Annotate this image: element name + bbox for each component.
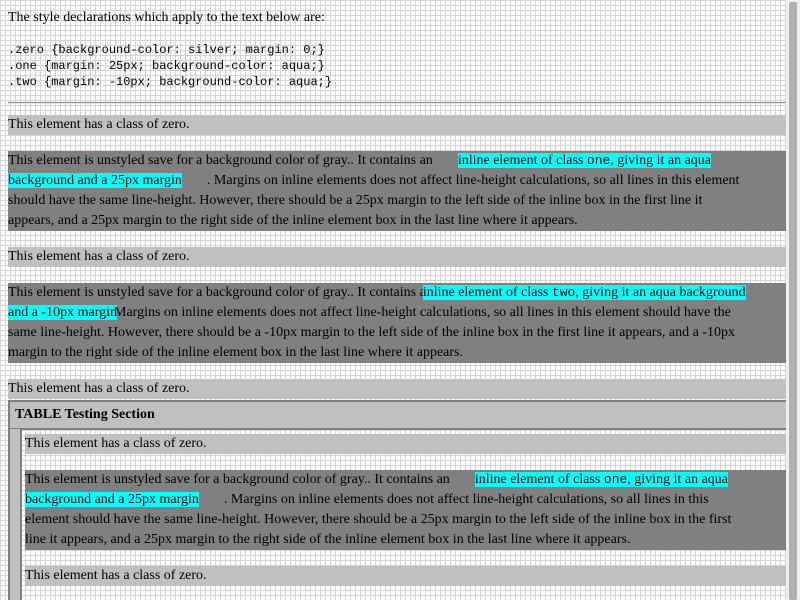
inline-one: inline element of class one, giving it a…	[457, 153, 711, 168]
inline-one: background and a 25px margin	[8, 173, 182, 188]
vertical-scrollbar[interactable]	[786, 0, 800, 600]
zero-block: This element has a class of zero.	[8, 247, 786, 267]
paragraph-line: margin to the right side of the inline e…	[8, 345, 464, 360]
paragraph-line: and a -10px margin. Margins on inline el…	[8, 305, 731, 320]
divider	[8, 102, 786, 104]
css-rule-one: .one {margin: 25px; background-color: aq…	[8, 59, 325, 73]
css-rule-zero: .zero {background-color: silver; margin:…	[8, 43, 325, 57]
css-rules-block: .zero {background-color: silver; margin:…	[8, 42, 332, 90]
paragraph-line: This element is unstyled save for a back…	[25, 472, 728, 487]
paragraph-line: element should have the same line-height…	[25, 512, 732, 527]
zero-block: This element has a class of zero.	[8, 115, 786, 135]
paragraph-line: should have the same line-height. Howeve…	[8, 193, 703, 208]
table-testing-section: TABLE Testing Section This element has a…	[8, 400, 786, 600]
zero-block: This element has a class of zero.	[25, 434, 786, 454]
table-left-cell	[10, 429, 20, 600]
zero-block: This element has a class of zero.	[25, 566, 786, 586]
table-title: TABLE Testing Section	[15, 407, 155, 422]
paragraph-line: This element is unstyled save for a back…	[8, 285, 746, 300]
table-header: TABLE Testing Section	[10, 402, 786, 429]
paragraph-line: background and a 25px margin. Margins on…	[25, 492, 709, 507]
zero-text: This element has a class of zero.	[8, 117, 190, 132]
zero-text: This element has a class of zero.	[8, 249, 190, 264]
zero-block: This element has a class of zero.	[8, 379, 786, 399]
css-rule-two: .two {margin: -10px; background-color: a…	[8, 75, 333, 89]
zero-text: This element has a class of zero.	[25, 568, 207, 583]
zero-text: This element has a class of zero.	[25, 436, 207, 451]
inline-one: inline element of class one, giving it a…	[474, 472, 728, 487]
inline-one: background and a 25px margin	[25, 492, 199, 507]
inline-two: inline element of class two, giving it a…	[422, 285, 746, 300]
paragraph-line: appears, and a 25px margin to the right …	[8, 213, 578, 228]
gray-paragraph-one: This element is unstyled save for a back…	[8, 151, 786, 231]
table-content-cell: This element has a class of zero. This e…	[20, 429, 786, 600]
intro-text: The style declarations which apply to th…	[8, 10, 325, 25]
paragraph-line: same line-height. However, there should …	[8, 325, 735, 340]
paragraph-line: background and a 25px margin. Margins on…	[8, 173, 740, 188]
zero-text: This element has a class of zero.	[8, 381, 190, 396]
paragraph-line: This element is unstyled save for a back…	[8, 153, 711, 168]
scrollbar-thumb[interactable]	[789, 2, 797, 600]
gray-paragraph-one: This element is unstyled save for a back…	[25, 470, 786, 550]
paragraph-line: line it appears, and a 25px margin to th…	[25, 532, 631, 547]
gray-paragraph-two: This element is unstyled save for a back…	[8, 283, 786, 363]
inline-two: and a -10px margin	[8, 305, 117, 320]
